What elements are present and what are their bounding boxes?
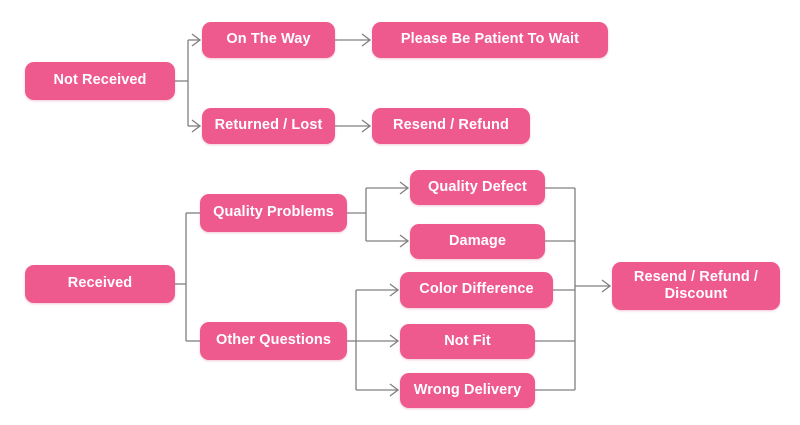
arrowhead-resend-refund [361, 119, 372, 133]
node-resend-refund-discount[interactable]: Resend / Refund / Discount [612, 262, 780, 310]
arrowhead-quality-defect [399, 181, 410, 195]
node-resend-refund[interactable]: Resend / Refund [372, 108, 530, 144]
node-not-fit[interactable]: Not Fit [400, 324, 535, 359]
node-color-difference[interactable]: Color Difference [400, 272, 553, 308]
arrowhead-on-the-way [191, 33, 202, 47]
arrowhead-returned-lost [191, 119, 202, 133]
arrowhead-color-difference [389, 283, 400, 297]
arrowhead-damage [399, 234, 410, 248]
arrowhead-resolution [601, 279, 612, 293]
arrowhead-please-be-patient [361, 33, 372, 47]
node-other-questions[interactable]: Other Questions [200, 322, 347, 360]
node-not-received[interactable]: Not Received [25, 62, 175, 100]
node-quality-problems[interactable]: Quality Problems [200, 194, 347, 232]
node-damage[interactable]: Damage [410, 224, 545, 259]
arrowhead-not-fit [389, 334, 400, 348]
node-please-be-patient[interactable]: Please Be Patient To Wait [372, 22, 608, 58]
node-wrong-delivery[interactable]: Wrong Delivery [400, 373, 535, 408]
node-received[interactable]: Received [25, 265, 175, 303]
node-returned-lost[interactable]: Returned / Lost [202, 108, 335, 144]
node-on-the-way[interactable]: On The Way [202, 22, 335, 58]
node-quality-defect[interactable]: Quality Defect [410, 170, 545, 205]
arrowhead-wrong-delivery [389, 383, 400, 397]
